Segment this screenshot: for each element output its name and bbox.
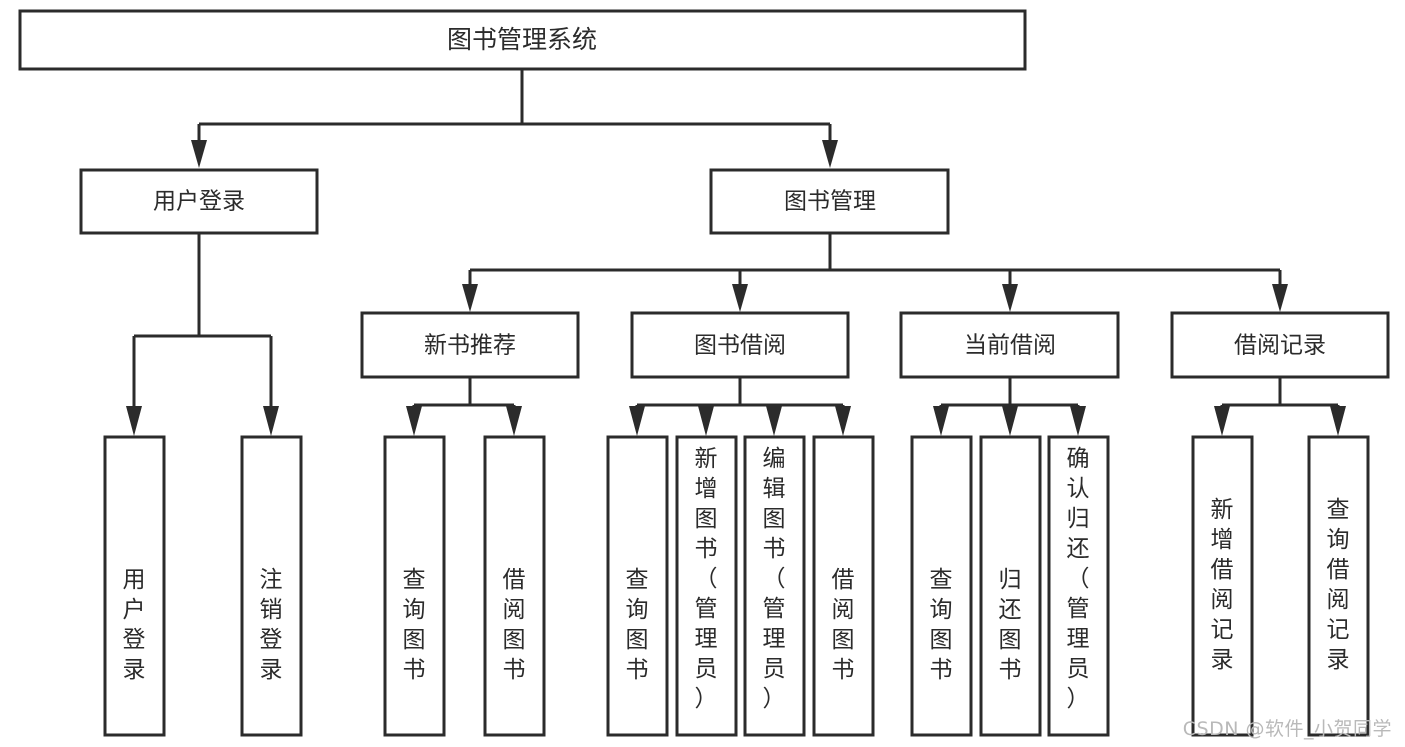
arrow-head-nb-leaf1 <box>406 406 422 436</box>
node-current-borrow-label: 当前借阅 <box>964 333 1056 359</box>
arrow-head-book-mgmt <box>822 140 838 168</box>
leaf-user-login-label: 用户登录 <box>123 567 146 683</box>
leaf-logout-label: 注销登录 <box>260 567 283 683</box>
node-book-borrow[interactable]: 图书借阅 <box>630 311 850 379</box>
arrow-head-leaf-user-login <box>126 406 142 436</box>
leaf-nb-query-book-box <box>383 435 446 737</box>
leaf-user-login-box <box>103 435 166 737</box>
node-root-system[interactable]: 图书管理系统 <box>18 9 1027 71</box>
leaf-cb-query-book-box <box>910 435 973 737</box>
leaf-bb-add-book-admin-box <box>675 435 738 737</box>
leaf-br-add-record-label: 新增借阅记录 <box>1211 497 1234 673</box>
connectors-current-borrow-to-leaves <box>933 377 1086 436</box>
arrow-head-borrow-record <box>1272 284 1288 312</box>
leaf-nb-query-book-label: 查询图书 <box>403 567 426 683</box>
connectors-user-login-to-leaves <box>126 233 279 436</box>
node-current-borrow[interactable]: 当前借阅 <box>899 311 1120 379</box>
node-borrow-record-label: 借阅记录 <box>1234 333 1326 359</box>
arrow-head-cb-leaf3 <box>1070 406 1086 436</box>
leaf-logout-box <box>240 435 303 737</box>
node-root-box <box>18 9 1027 71</box>
arrow-head-bb-leaf1 <box>629 406 645 436</box>
leaf-bb-edit-book-admin-box <box>743 435 806 737</box>
node-book-management-label: 图书管理 <box>784 189 876 215</box>
leaf-cb-return-book-label: 归还图书 <box>999 567 1022 683</box>
leaf-br-query-record-box <box>1307 435 1370 737</box>
connectors-root-to-level2 <box>191 69 838 168</box>
arrow-head-new-book <box>462 284 478 312</box>
node-book-borrow-label: 图书借阅 <box>694 333 786 359</box>
connectors-book-borrow-to-leaves <box>629 377 851 436</box>
arrow-head-br-leaf1 <box>1214 406 1230 436</box>
leaf-nb-borrow-book-label: 借阅图书 <box>503 567 526 683</box>
connectors-new-book-to-leaves <box>406 377 522 436</box>
leaf-bb-query-book[interactable]: 查询图书 <box>606 435 669 737</box>
arrow-head-leaf-logout <box>263 406 279 436</box>
leaf-bb-add-book-admin-label: 新增图书（管理员） <box>695 446 718 712</box>
leaf-br-add-record[interactable]: 新增借阅记录 <box>1191 435 1254 737</box>
leaf-br-query-record[interactable]: 查询借阅记录 <box>1307 435 1370 737</box>
node-new-book-recommend-box <box>360 311 580 379</box>
leaf-bb-borrow-book-box <box>812 435 875 737</box>
connectors-book-mgmt-to-level3 <box>462 233 1288 312</box>
node-new-book-recommend[interactable]: 新书推荐 <box>360 311 580 379</box>
arrow-head-current-borrow <box>1002 284 1018 312</box>
leaf-bb-borrow-book-label: 借阅图书 <box>832 567 855 683</box>
node-root-label: 图书管理系统 <box>447 25 597 54</box>
leaf-bb-edit-book-admin[interactable]: 编辑图书（管理员） <box>743 435 806 737</box>
connectors-borrow-record-to-leaves <box>1214 377 1346 436</box>
leaf-bb-edit-book-admin-label: 编辑图书（管理员） <box>763 446 786 712</box>
node-user-login[interactable]: 用户登录 <box>79 168 319 235</box>
leaf-br-query-record-label: 查询借阅记录 <box>1327 497 1350 673</box>
leaf-cb-confirm-return-admin-box <box>1047 435 1110 737</box>
node-current-borrow-box <box>899 311 1120 379</box>
node-book-management-box <box>709 168 950 235</box>
leaf-cb-return-book-box <box>979 435 1042 737</box>
leaf-logout[interactable]: 注销登录 <box>240 435 303 737</box>
leaf-nb-query-book[interactable]: 查询图书 <box>383 435 446 737</box>
leaf-user-login[interactable]: 用户登录 <box>103 435 166 737</box>
leaf-nb-borrow-book-box <box>483 435 546 737</box>
csdn-watermark: CSDN @软件_小贺同学 <box>1182 718 1392 740</box>
arrow-head-cb-leaf1 <box>933 406 949 436</box>
node-new-book-recommend-label: 新书推荐 <box>424 333 516 359</box>
leaf-bb-add-book-admin[interactable]: 新增图书（管理员） <box>675 435 738 737</box>
arrow-head-nb-leaf2 <box>506 406 522 436</box>
arrow-head-bb-leaf4 <box>835 406 851 436</box>
arrow-head-cb-leaf2 <box>1002 406 1018 436</box>
leaf-bb-query-book-box <box>606 435 669 737</box>
arrow-head-bb-leaf3 <box>766 406 782 436</box>
node-borrow-record[interactable]: 借阅记录 <box>1170 311 1390 379</box>
leaf-nb-borrow-book[interactable]: 借阅图书 <box>483 435 546 737</box>
leaf-cb-return-book[interactable]: 归还图书 <box>979 435 1042 737</box>
leaf-br-add-record-box <box>1191 435 1254 737</box>
node-user-login-label: 用户登录 <box>153 189 245 215</box>
leaf-cb-query-book[interactable]: 查询图书 <box>910 435 973 737</box>
node-book-management[interactable]: 图书管理 <box>709 168 950 235</box>
node-book-borrow-box <box>630 311 850 379</box>
leaf-cb-confirm-return-admin-label: 确认归还（管理员） <box>1067 446 1090 712</box>
arrow-head-br-leaf2 <box>1330 406 1346 436</box>
leaf-bb-query-book-label: 查询图书 <box>626 567 649 683</box>
node-user-login-box <box>79 168 319 235</box>
arrow-head-user-login <box>191 140 207 168</box>
leaf-cb-confirm-return-admin[interactable]: 确认归还（管理员） <box>1047 435 1110 737</box>
node-borrow-record-box <box>1170 311 1390 379</box>
arrow-head-book-borrow <box>732 284 748 312</box>
leaf-cb-query-book-label: 查询图书 <box>930 567 953 683</box>
leaf-bb-borrow-book[interactable]: 借阅图书 <box>812 435 875 737</box>
arrow-head-bb-leaf2 <box>698 406 714 436</box>
